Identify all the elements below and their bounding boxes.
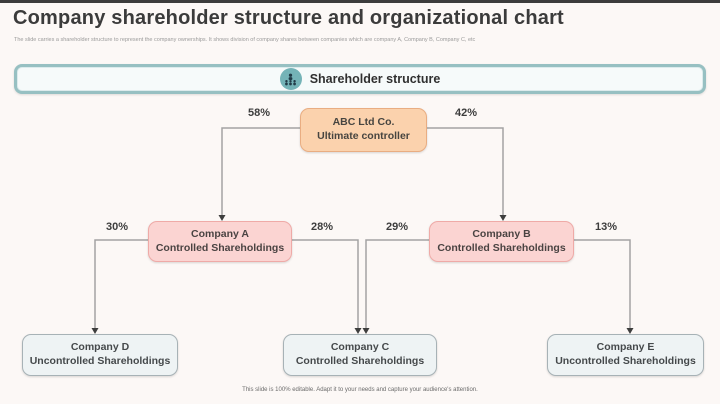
node-abc-line1: ABC Ltd Co. <box>332 116 395 129</box>
node-abc-ltd: ABC Ltd Co. Ultimate controller <box>300 108 427 152</box>
node-company-b: Company B Controlled Shareholdings <box>429 221 574 262</box>
window-top-edge <box>0 0 720 3</box>
edge-label-abc-a: 58% <box>247 107 271 119</box>
slide-subtitle: The slide carries a shareholder structur… <box>14 37 476 43</box>
node-company-b-line2: Controlled Shareholdings <box>437 241 566 254</box>
edge-label-b-c: 29% <box>385 221 409 233</box>
page-title: Company shareholder structure and organi… <box>13 7 564 29</box>
edge-label-a-c: 28% <box>310 221 334 233</box>
node-company-d-line2: Uncontrolled Shareholdings <box>29 355 171 367</box>
node-company-e-line2: Uncontrolled Shareholdings <box>555 355 696 367</box>
edge-label-a-d: 30% <box>105 221 129 233</box>
node-company-e-line1: Company E <box>596 341 655 354</box>
node-company-c-line1: Company C <box>330 341 390 354</box>
node-company-a-line2: Controlled Shareholdings <box>155 241 285 254</box>
node-company-a: Company A Controlled Shareholdings <box>148 221 292 262</box>
node-abc-line2: Ultimate controller <box>317 130 410 142</box>
edge-label-b-e: 13% <box>594 221 618 233</box>
node-company-d: Company D Uncontrolled Shareholdings <box>22 334 178 376</box>
node-company-d-line1: Company D <box>70 341 130 354</box>
edge-label-abc-b: 42% <box>454 107 478 119</box>
shareholder-structure-banner: Shareholder structure <box>14 64 706 94</box>
node-company-c-line2: Controlled Shareholdings <box>295 355 425 367</box>
banner-label: Shareholder structure <box>309 72 441 86</box>
node-company-e: Company E Uncontrolled Shareholdings <box>547 334 704 376</box>
group-icon <box>279 68 302 90</box>
node-company-c: Company C Controlled Shareholdings <box>283 334 437 376</box>
node-company-b-line1: Company B <box>472 227 531 240</box>
slide-footer-note: This slide is 100% editable. Adapt it to… <box>242 387 478 393</box>
node-company-a-line1: Company A <box>191 227 249 240</box>
